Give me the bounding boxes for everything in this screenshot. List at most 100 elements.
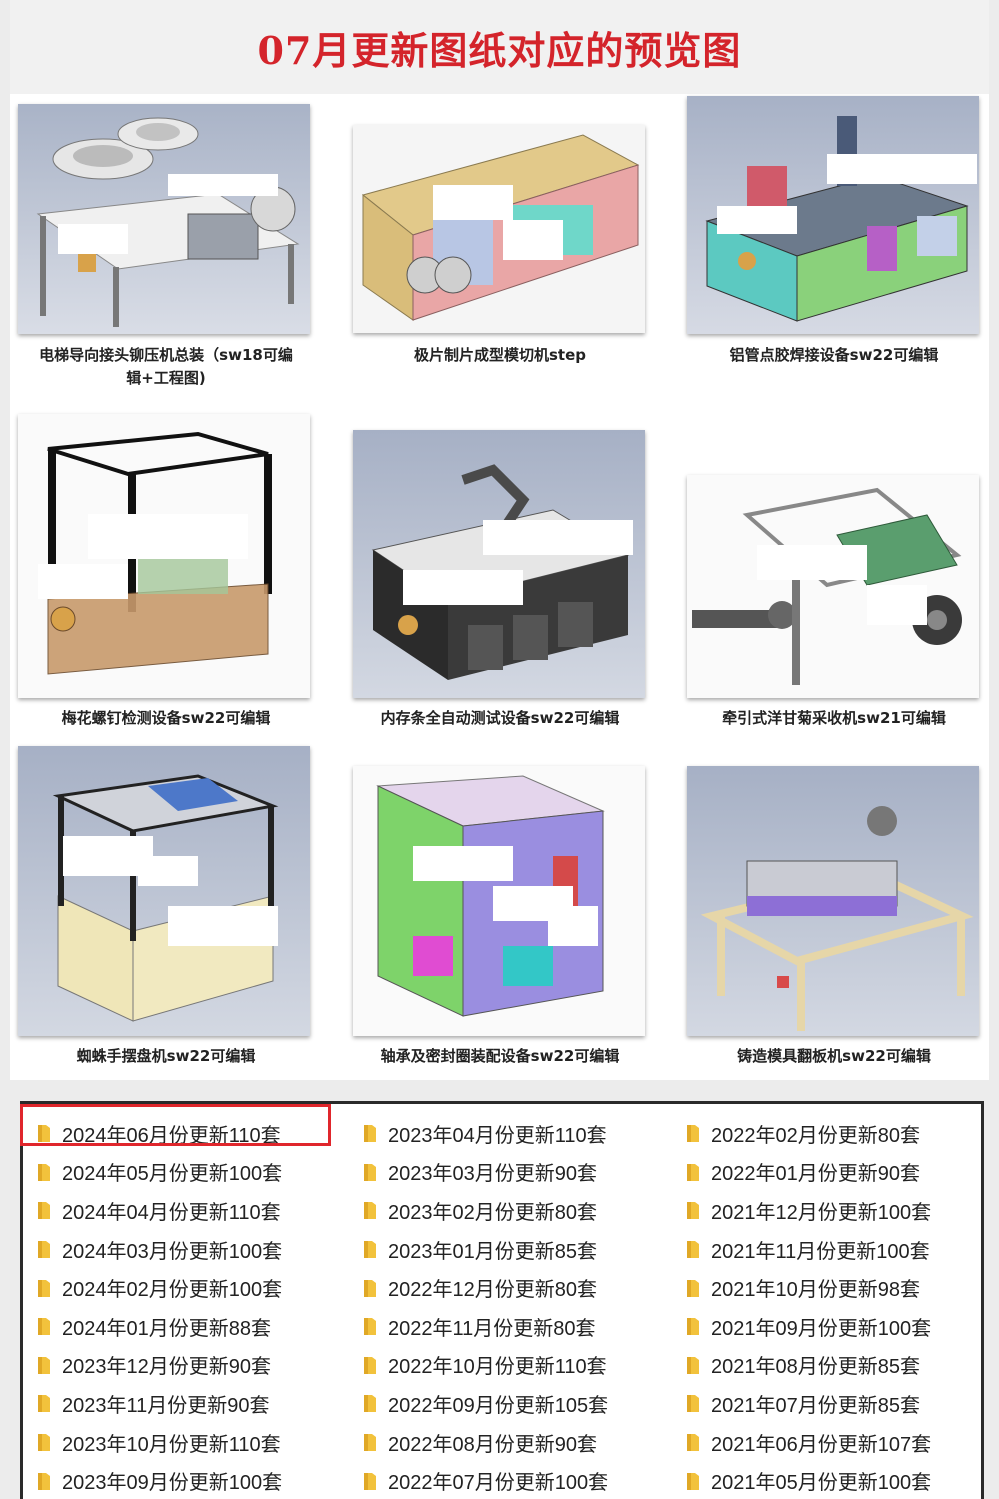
folder-label: 2021年05月份更新100套 bbox=[711, 1472, 932, 1495]
folder-item[interactable]: 2023年01月份更新85套 bbox=[363, 1230, 608, 1269]
folder-icon bbox=[687, 1163, 699, 1181]
folder-icon bbox=[364, 1125, 376, 1143]
folder-item[interactable]: 2022年10月份更新110套 bbox=[363, 1346, 608, 1385]
folder-icon bbox=[38, 1395, 50, 1413]
machine-preview-image[interactable] bbox=[687, 766, 979, 1036]
machine-preview-image[interactable] bbox=[687, 96, 979, 334]
folder-icon bbox=[38, 1472, 50, 1490]
folder-label: 2023年04月份更新110套 bbox=[388, 1124, 607, 1147]
folder-icon bbox=[38, 1434, 50, 1452]
folder-item[interactable]: 2024年04月份更新110套 bbox=[37, 1191, 282, 1230]
folder-icon bbox=[38, 1163, 50, 1181]
folder-item[interactable]: 2022年09月份更新105套 bbox=[363, 1384, 608, 1423]
folder-item[interactable]: 2023年04月份更新110套 bbox=[363, 1114, 608, 1153]
folder-label: 2021年07月份更新85套 bbox=[711, 1394, 920, 1417]
folder-item[interactable]: 2022年08月份更新90套 bbox=[363, 1423, 608, 1462]
preview-caption: 极片制片成型模切机step bbox=[413, 346, 586, 364]
folder-label: 2024年04月份更新110套 bbox=[62, 1201, 281, 1224]
folder-item[interactable]: 2021年12月份更新100套 bbox=[686, 1191, 931, 1230]
folder-label: 2022年08月份更新90套 bbox=[388, 1433, 597, 1456]
folder-icon bbox=[687, 1125, 699, 1143]
preview-caption: 铝管点胶焊接设备sw22可编辑 bbox=[729, 346, 939, 364]
folder-item[interactable]: 2022年02月份更新80套 bbox=[686, 1114, 931, 1153]
folder-icon bbox=[38, 1125, 50, 1143]
folder-item[interactable]: 2021年09月份更新100套 bbox=[686, 1307, 931, 1346]
folder-column-3: 2022年02月份更新80套 2022年01月份更新90套 2021年12月份更新1… bbox=[686, 1114, 931, 1499]
preview-caption: 轴承及密封圈装配设备sw22可编辑 bbox=[380, 1047, 620, 1065]
selected-folder-highlight bbox=[20, 1104, 331, 1146]
folder-item[interactable]: 2024年06月份更新110套 bbox=[37, 1114, 282, 1153]
folder-icon bbox=[687, 1434, 699, 1452]
folder-label: 2021年12月份更新100套 bbox=[711, 1201, 932, 1224]
folder-label: 2021年10月份更新98套 bbox=[711, 1279, 920, 1302]
folder-item[interactable]: 2024年03月份更新100套 bbox=[37, 1230, 282, 1269]
folder-icon bbox=[364, 1472, 376, 1490]
preview-caption: 电梯导向接头铆压机总装（sw18可编 辑+工程图) bbox=[39, 346, 293, 387]
folder-item[interactable]: 2021年11月份更新100套 bbox=[686, 1230, 931, 1269]
machine-preview-image[interactable] bbox=[353, 766, 645, 1036]
preview-caption: 铸造模具翻板机sw22可编辑 bbox=[737, 1047, 931, 1065]
folder-label: 2023年10月份更新110套 bbox=[62, 1433, 281, 1456]
folder-item[interactable]: 2021年06月份更新107套 bbox=[686, 1423, 931, 1462]
folder-icon bbox=[364, 1434, 376, 1452]
folder-label: 2024年06月份更新110套 bbox=[62, 1124, 281, 1147]
folder-label: 2023年02月份更新80套 bbox=[388, 1201, 597, 1224]
folder-item[interactable]: 2021年07月份更新85套 bbox=[686, 1384, 931, 1423]
folder-item[interactable]: 2024年05月份更新100套 bbox=[37, 1153, 282, 1192]
folder-icon bbox=[687, 1472, 699, 1490]
folder-item[interactable]: 2022年07月份更新100套 bbox=[363, 1461, 608, 1499]
folder-label: 2023年09月份更新100套 bbox=[62, 1472, 283, 1495]
folder-item[interactable]: 2022年12月份更新80套 bbox=[363, 1268, 608, 1307]
folder-icon bbox=[364, 1279, 376, 1297]
folder-column-2: 2023年04月份更新110套 2023年03月份更新90套 2023年02月份更新… bbox=[363, 1114, 608, 1499]
folder-label: 2024年01月份更新88套 bbox=[62, 1317, 271, 1340]
folder-item[interactable]: 2023年11月份更新90套 bbox=[37, 1384, 282, 1423]
machine-preview-image[interactable] bbox=[687, 475, 979, 698]
folder-label: 2024年05月份更新100套 bbox=[62, 1163, 283, 1186]
folder-label: 2023年03月份更新90套 bbox=[388, 1163, 597, 1186]
folder-icon bbox=[38, 1356, 50, 1374]
folder-item[interactable]: 2023年09月份更新100套 bbox=[37, 1461, 282, 1499]
page-title: 07月更新图纸对应的预览图 bbox=[10, 0, 989, 94]
folder-item[interactable]: 2022年11月份更新80套 bbox=[363, 1307, 608, 1346]
folder-icon bbox=[687, 1356, 699, 1374]
folder-item[interactable]: 2022年01月份更新90套 bbox=[686, 1153, 931, 1192]
folder-icon bbox=[364, 1163, 376, 1181]
folder-label: 2022年02月份更新80套 bbox=[711, 1124, 920, 1147]
folder-item[interactable]: 2023年02月份更新80套 bbox=[363, 1191, 608, 1230]
folder-label: 2022年01月份更新90套 bbox=[711, 1163, 920, 1186]
folder-label: 2022年11月份更新80套 bbox=[388, 1317, 596, 1340]
folder-label: 2023年12月份更新90套 bbox=[62, 1356, 271, 1379]
folder-column-1: 2024年06月份更新110套 2024年05月份更新100套 2024年04月份更… bbox=[37, 1114, 282, 1499]
folder-label: 2024年02月份更新100套 bbox=[62, 1279, 283, 1302]
preview-caption: 内存条全自动测试设备sw22可编辑 bbox=[380, 709, 620, 727]
folder-item[interactable]: 2021年05月份更新100套 bbox=[686, 1461, 931, 1499]
folder-icon bbox=[364, 1395, 376, 1413]
machine-preview-image[interactable] bbox=[18, 746, 310, 1036]
folder-label: 2021年08月份更新85套 bbox=[711, 1356, 920, 1379]
preview-caption: 蜘蛛手摆盘机sw22可编辑 bbox=[76, 1047, 256, 1065]
machine-preview-image[interactable] bbox=[353, 125, 645, 333]
folder-item[interactable]: 2023年10月份更新110套 bbox=[37, 1423, 282, 1462]
folder-item[interactable]: 2021年08月份更新85套 bbox=[686, 1346, 931, 1385]
folder-icon bbox=[38, 1202, 50, 1220]
folder-label: 2021年11月份更新100套 bbox=[711, 1240, 930, 1263]
folder-item[interactable]: 2024年01月份更新88套 bbox=[37, 1307, 282, 1346]
folder-item[interactable]: 2024年02月份更新100套 bbox=[37, 1268, 282, 1307]
folder-item[interactable]: 2023年03月份更新90套 bbox=[363, 1153, 608, 1192]
folder-item[interactable]: 2023年12月份更新90套 bbox=[37, 1346, 282, 1385]
folder-icon bbox=[687, 1279, 699, 1297]
machine-preview-image[interactable] bbox=[18, 104, 310, 334]
folder-label: 2023年11月份更新90套 bbox=[62, 1394, 270, 1417]
machine-preview-image[interactable] bbox=[18, 414, 310, 698]
folder-icon bbox=[364, 1202, 376, 1220]
folder-icon bbox=[38, 1318, 50, 1336]
folder-label: 2022年09月份更新105套 bbox=[388, 1394, 609, 1417]
folder-icon bbox=[364, 1318, 376, 1336]
folder-icon bbox=[687, 1241, 699, 1259]
machine-preview-image[interactable] bbox=[353, 430, 645, 698]
folder-list: 2024年06月份更新110套 2024年05月份更新100套 2024年04月份更… bbox=[20, 1101, 984, 1499]
folder-item[interactable]: 2021年10月份更新98套 bbox=[686, 1268, 931, 1307]
folder-icon bbox=[38, 1279, 50, 1297]
